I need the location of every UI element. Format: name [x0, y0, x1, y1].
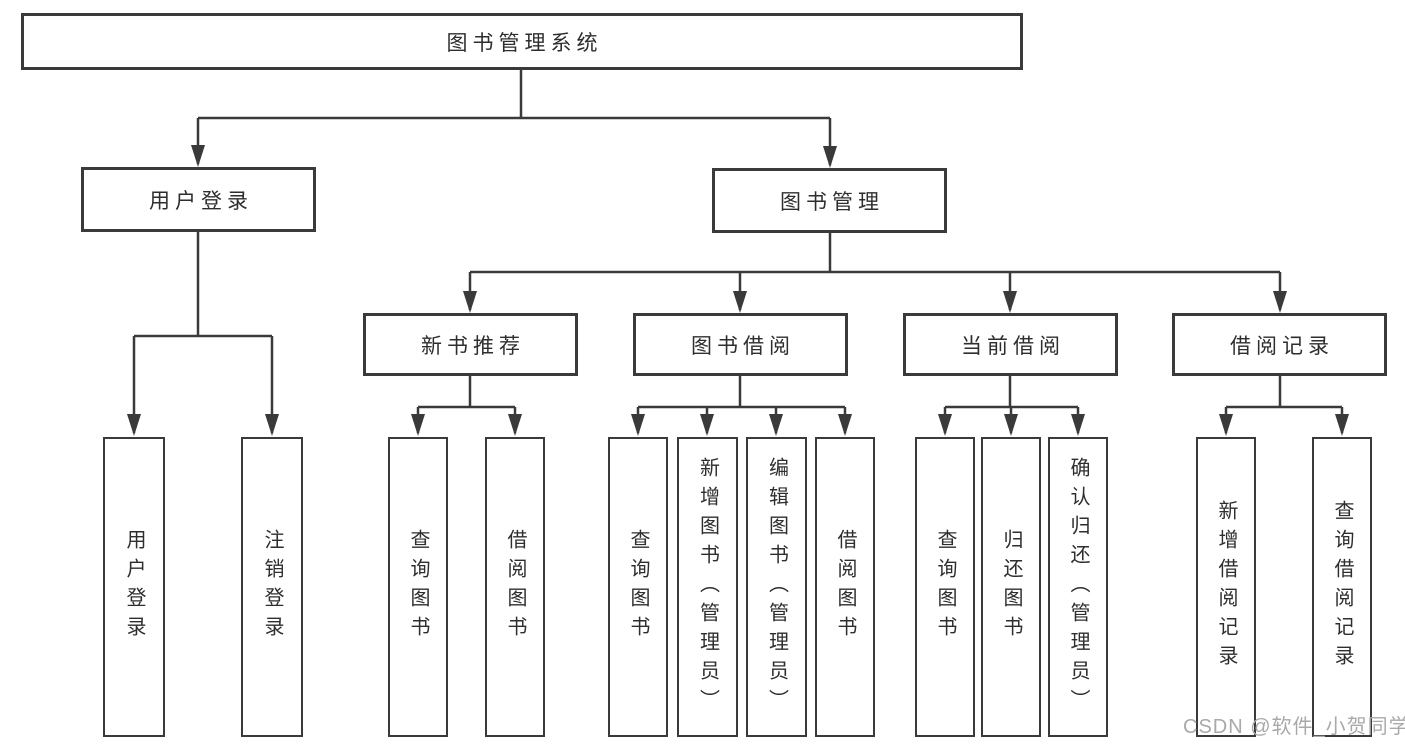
- leaf-query-borrow-record: 查询借阅记录: [1312, 437, 1372, 737]
- leaf-return-books: 归还图书: [981, 437, 1041, 737]
- node-book-borrowing-label: 图书借阅: [691, 334, 795, 358]
- leaf-user-login: 用户登录: [103, 437, 165, 737]
- connector-book-management: [463, 233, 1287, 313]
- node-borrowing-records: 借阅记录: [1172, 313, 1387, 376]
- connector-user-login: [127, 232, 279, 436]
- node-user-login-label: 用户登录: [149, 189, 253, 213]
- node-new-book-recommend-label: 新书推荐: [421, 334, 525, 358]
- connector-current-borrowing: [938, 376, 1085, 436]
- node-root-label: 图书管理系统: [446, 31, 603, 55]
- node-root: 图书管理系统: [21, 13, 1023, 70]
- node-book-management-label: 图书管理: [780, 190, 884, 214]
- leaf-recommend-borrow-books: 借阅图书: [485, 437, 545, 737]
- connector-borrowing-records: [1219, 376, 1349, 436]
- leaf-current-query-books: 查询图书: [915, 437, 975, 737]
- node-new-book-recommend: 新书推荐: [363, 313, 578, 376]
- leaf-confirm-return-admin: 确认归还（管理员）: [1048, 437, 1108, 737]
- leaf-add-books-admin: 新增图书（管理员）: [677, 437, 738, 737]
- leaf-borrowing-borrow-books: 借阅图书: [815, 437, 875, 737]
- connector-book-borrowing: [631, 376, 852, 436]
- node-borrowing-records-label: 借阅记录: [1230, 334, 1334, 358]
- connector-new-book-recommend: [411, 376, 522, 436]
- node-user-login: 用户登录: [81, 167, 316, 232]
- node-book-borrowing: 图书借阅: [633, 313, 848, 376]
- leaf-add-borrow-record: 新增借阅记录: [1196, 437, 1256, 737]
- leaf-borrowing-query-books: 查询图书: [608, 437, 668, 737]
- node-book-management: 图书管理: [712, 168, 947, 233]
- connector-root: [191, 70, 837, 168]
- leaf-logout: 注销登录: [241, 437, 303, 737]
- node-current-borrowing-label: 当前借阅: [961, 334, 1065, 358]
- leaf-edit-books-admin: 编辑图书（管理员）: [746, 437, 807, 737]
- csdn-watermark: CSDN @软件_小贺同学: [1183, 716, 1405, 738]
- node-current-borrowing: 当前借阅: [903, 313, 1118, 376]
- leaf-recommend-query-books: 查询图书: [388, 437, 448, 737]
